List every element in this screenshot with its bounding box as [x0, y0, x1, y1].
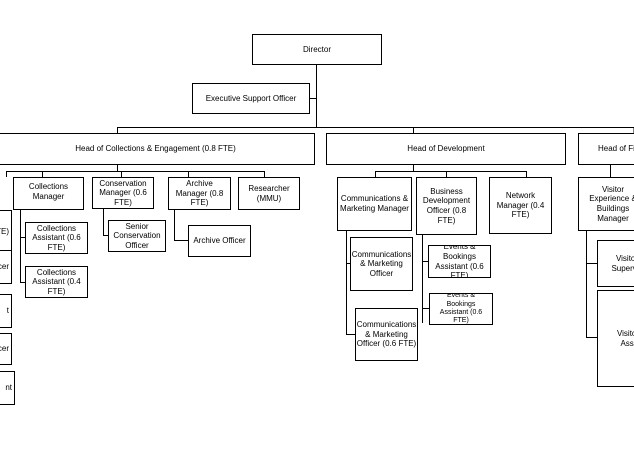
researcher-box: Researcher (MMU)	[238, 177, 300, 210]
bd-officer-box: Business Development Officer (0.8 FTE)	[416, 177, 477, 235]
executive-support-box: Executive Support Officer	[192, 83, 310, 114]
comms-manager-box: Communications & Marketing Manager	[337, 177, 412, 231]
left-partial-label-4: ficer	[0, 344, 9, 354]
collections-assistant-04-label: Collections Assistant (0.4 FTE)	[32, 267, 81, 296]
visitor-assistant-label: Visitor Assi	[616, 328, 634, 348]
senior-conservation-officer-label: Senior Conservation Officer	[113, 221, 161, 250]
left-partial-box-3: t	[0, 294, 12, 328]
collections-manager-label: Collections Manager	[28, 182, 69, 201]
archive-officer-label: Archive Officer	[193, 236, 246, 246]
left-partial-box-5: nt	[0, 371, 15, 405]
head-finance-box: Head of Fi	[578, 133, 634, 165]
director-label: Director	[302, 44, 331, 54]
head-development-label: Head of Development	[407, 144, 485, 154]
archive-manager-box: Archive Manager (0.8 FTE)	[168, 177, 231, 210]
comms-officer-label: Communications & Marketing Officer	[351, 249, 412, 278]
left-partial-box-4: ficer	[0, 333, 12, 365]
left-partial-box-2: icer	[0, 250, 12, 284]
left-partial-box-1: TE)	[0, 210, 12, 254]
visitor-supervisor-box: Visitor Supervis	[597, 240, 634, 287]
events-assistant-06-label: Events & Bookings Assistant (0.6 FTE)	[435, 245, 484, 278]
conservation-manager-label: Conservation Manager (0.6 FTE)	[99, 178, 147, 207]
conservation-manager-box: Conservation Manager (0.6 FTE)	[92, 177, 154, 209]
collections-assistant-06-label: Collections Assistant (0.6 FTE)	[32, 223, 81, 252]
visitor-experience-manager-label: Visitor Experience & Buildings Manager	[589, 184, 634, 223]
network-manager-label: Network Manager (0.4 FTE)	[496, 191, 545, 220]
researcher-label: Researcher (MMU)	[248, 183, 290, 203]
left-partial-label-3: t	[6, 306, 9, 316]
archive-officer-box: Archive Officer	[188, 225, 251, 257]
left-partial-label-1: TE)	[0, 227, 9, 237]
left-partial-label-2: icer	[0, 262, 9, 272]
executive-support-label: Executive Support Officer	[205, 93, 297, 103]
visitor-experience-manager-box: Visitor Experience & Buildings Manager	[578, 177, 634, 231]
events-assistant-06b-label: Events & Bookings Assistant (0.6 FTE)	[439, 293, 483, 325]
events-assistant-06-box: Events & Bookings Assistant (0.6 FTE)	[428, 245, 491, 278]
comms-officer-box: Communications & Marketing Officer	[350, 237, 413, 291]
head-collections-label: Head of Collections & Engagement (0.8 FT…	[75, 144, 236, 154]
head-finance-label: Head of Fi	[598, 144, 634, 154]
collections-assistant-04-box: Collections Assistant (0.4 FTE)	[25, 266, 88, 298]
visitor-supervisor-label: Visitor Supervis	[611, 253, 634, 273]
left-partial-label-5: nt	[5, 383, 12, 393]
comms-officer-06-box: Communications & Marketing Officer (0.6 …	[355, 308, 418, 361]
archive-manager-label: Archive Manager (0.8 FTE)	[175, 179, 224, 208]
director-box: Director	[252, 34, 382, 65]
senior-conservation-officer-box: Senior Conservation Officer	[108, 220, 166, 252]
head-collections-box: Head of Collections & Engagement (0.8 FT…	[0, 133, 315, 165]
collections-assistant-06-box: Collections Assistant (0.6 FTE)	[25, 222, 88, 254]
bd-officer-label: Business Development Officer (0.8 FTE)	[422, 186, 471, 225]
visitor-assistant-box: Visitor Assi	[597, 290, 634, 387]
comms-officer-06-label: Communications & Marketing Officer (0.6 …	[356, 320, 417, 349]
network-manager-box: Network Manager (0.4 FTE)	[489, 177, 552, 234]
events-assistant-06b-box: Events & Bookings Assistant (0.6 FTE)	[429, 293, 493, 325]
comms-manager-label: Communications & Marketing Manager	[340, 194, 409, 213]
head-development-box: Head of Development	[326, 133, 566, 165]
collections-manager-box: Collections Manager	[13, 177, 84, 210]
